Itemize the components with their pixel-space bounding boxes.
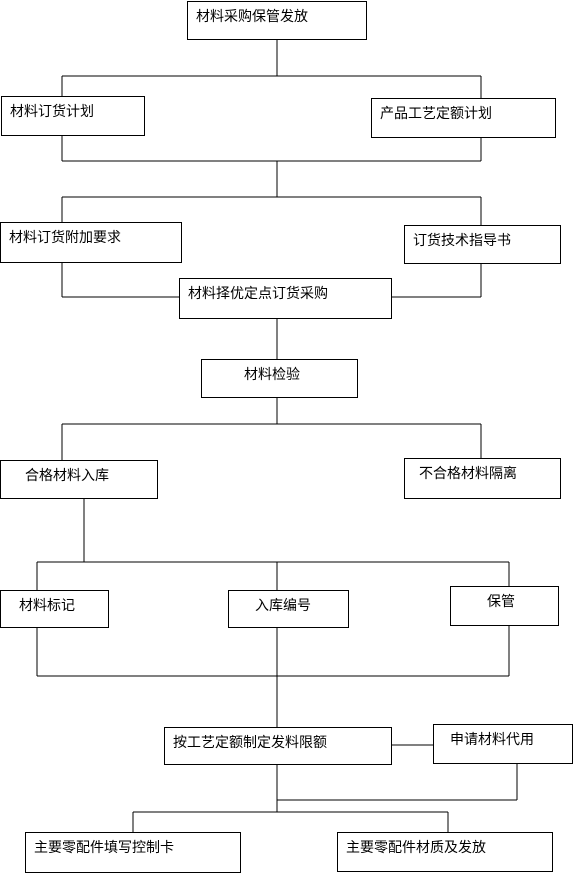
node-material-order-plan: 材料订货计划	[1, 96, 145, 136]
node-unqualified-isolation: 不合格材料隔离	[404, 458, 561, 499]
node-material-procurement-storage-issue: 材料采购保管发放	[187, 1, 367, 40]
node-issue-quota: 按工艺定额制定发料限额	[164, 727, 392, 765]
node-selective-procurement: 材料择优定点订货采购	[179, 278, 392, 319]
node-qualified-to-warehouse: 合格材料入库	[0, 460, 158, 499]
node-material-inspection: 材料检验	[201, 359, 358, 398]
node-order-additional-requirements: 材料订货附加要求	[0, 222, 182, 263]
node-storage: 保管	[450, 586, 559, 626]
node-parts-control-card: 主要零配件填写控制卡	[25, 832, 241, 873]
node-process-quota-plan: 产品工艺定额计划	[371, 98, 556, 138]
node-warehouse-numbering: 入库编号	[228, 590, 349, 628]
node-material-substitution-request: 申请材料代用	[433, 724, 573, 764]
node-parts-material-issue: 主要零配件材质及发放	[337, 832, 553, 872]
node-order-technical-guide: 订货技术指导书	[404, 225, 561, 264]
node-material-marking: 材料标记	[0, 590, 109, 628]
